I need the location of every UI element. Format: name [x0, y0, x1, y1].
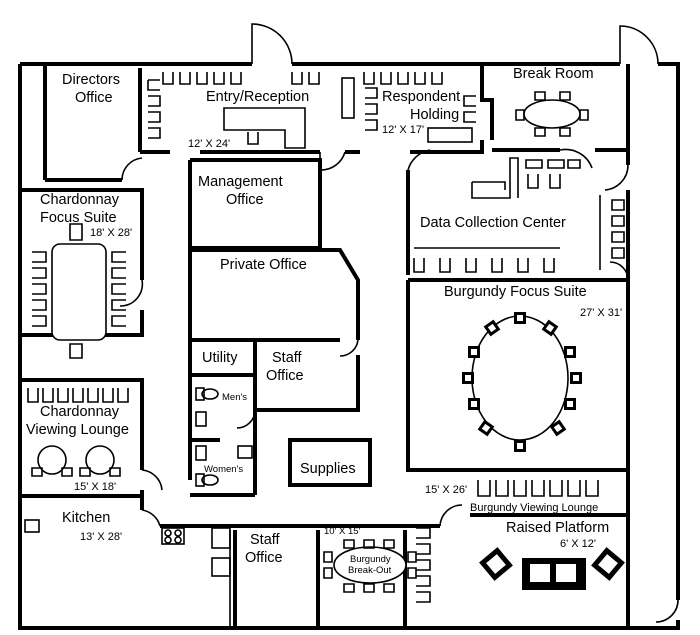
staff-office-2-label-2: Office — [245, 550, 283, 566]
stove-icon — [24, 519, 231, 628]
respondent-holding-label: Respondent — [382, 89, 460, 105]
respondent-holding-label-2: Holding — [410, 107, 459, 123]
chardonnay-focus-label-2: Focus Suite — [40, 210, 117, 226]
entry-reception-dim: 12' X 24' — [188, 138, 230, 150]
chardonnay-focus-dim: 18' X 28' — [90, 227, 132, 239]
data-collection-label: Data Collection Center — [420, 215, 566, 231]
raised-platform-label: Raised Platform — [506, 520, 609, 536]
staff-office-2-label: Staff — [250, 532, 281, 548]
burgundy-focus-dim: 27' X 31' — [580, 307, 622, 319]
sofa-icon — [522, 558, 586, 590]
burgundy-breakout-dim: 10' X 15' — [324, 526, 361, 537]
door-swing-icon — [119, 23, 679, 623]
mens-label: Men's — [222, 392, 247, 403]
staff-office-1-label: Staff — [272, 350, 303, 366]
chardonnay-viewing-label: Chardonnay — [40, 404, 120, 420]
burgundy-viewing-label: Burgundy Viewing Lounge — [470, 502, 598, 514]
management-office-label: Management — [198, 174, 283, 190]
raised-platform-dim: 6' X 12' — [560, 538, 596, 550]
burgundy-breakout-label-2: Break-Out — [348, 565, 392, 576]
respondent-holding-dim: 12' X 17' — [382, 124, 424, 136]
burgundy-focus-label: Burgundy Focus Suite — [444, 284, 587, 300]
womens-label: Women's — [204, 464, 243, 475]
room-labels: Directors Office Entry/Reception 12' X 2… — [26, 66, 622, 576]
table-icon — [323, 527, 431, 603]
kitchen-label: Kitchen — [62, 510, 110, 526]
directors-office-label-2: Office — [75, 90, 113, 106]
table-icon — [413, 157, 625, 273]
chair-icon — [147, 72, 476, 139]
sink-icon — [195, 411, 253, 461]
supplies-label: Supplies — [300, 461, 356, 477]
staff-office-1-label-2: Office — [266, 368, 304, 384]
utility-label: Utility — [202, 350, 238, 366]
private-office-label: Private Office — [220, 257, 307, 273]
table-icon — [462, 312, 582, 452]
directors-office-label: Directors — [62, 72, 120, 88]
chardonnay-viewing-label-2: Viewing Lounge — [26, 422, 129, 438]
management-office-label-2: Office — [226, 192, 264, 208]
armchair-icon — [479, 547, 625, 581]
table-icon — [223, 77, 473, 149]
chardonnay-focus-label: Chardonnay — [40, 192, 120, 208]
burgundy-viewing-dim: 15' X 26' — [425, 484, 467, 496]
table-icon — [32, 223, 126, 359]
entry-reception-label: Entry/Reception — [206, 89, 309, 105]
break-room-label: Break Room — [513, 66, 594, 82]
chair-icon — [27, 388, 129, 477]
kitchen-dim: 13' X 28' — [80, 531, 122, 543]
toilet-icon — [195, 387, 219, 487]
chair-icon — [477, 480, 599, 497]
burgundy-breakout-label: Burgundy — [350, 554, 391, 565]
chardonnay-viewing-dim: 15' X 18' — [74, 481, 116, 493]
table-icon — [515, 91, 589, 137]
